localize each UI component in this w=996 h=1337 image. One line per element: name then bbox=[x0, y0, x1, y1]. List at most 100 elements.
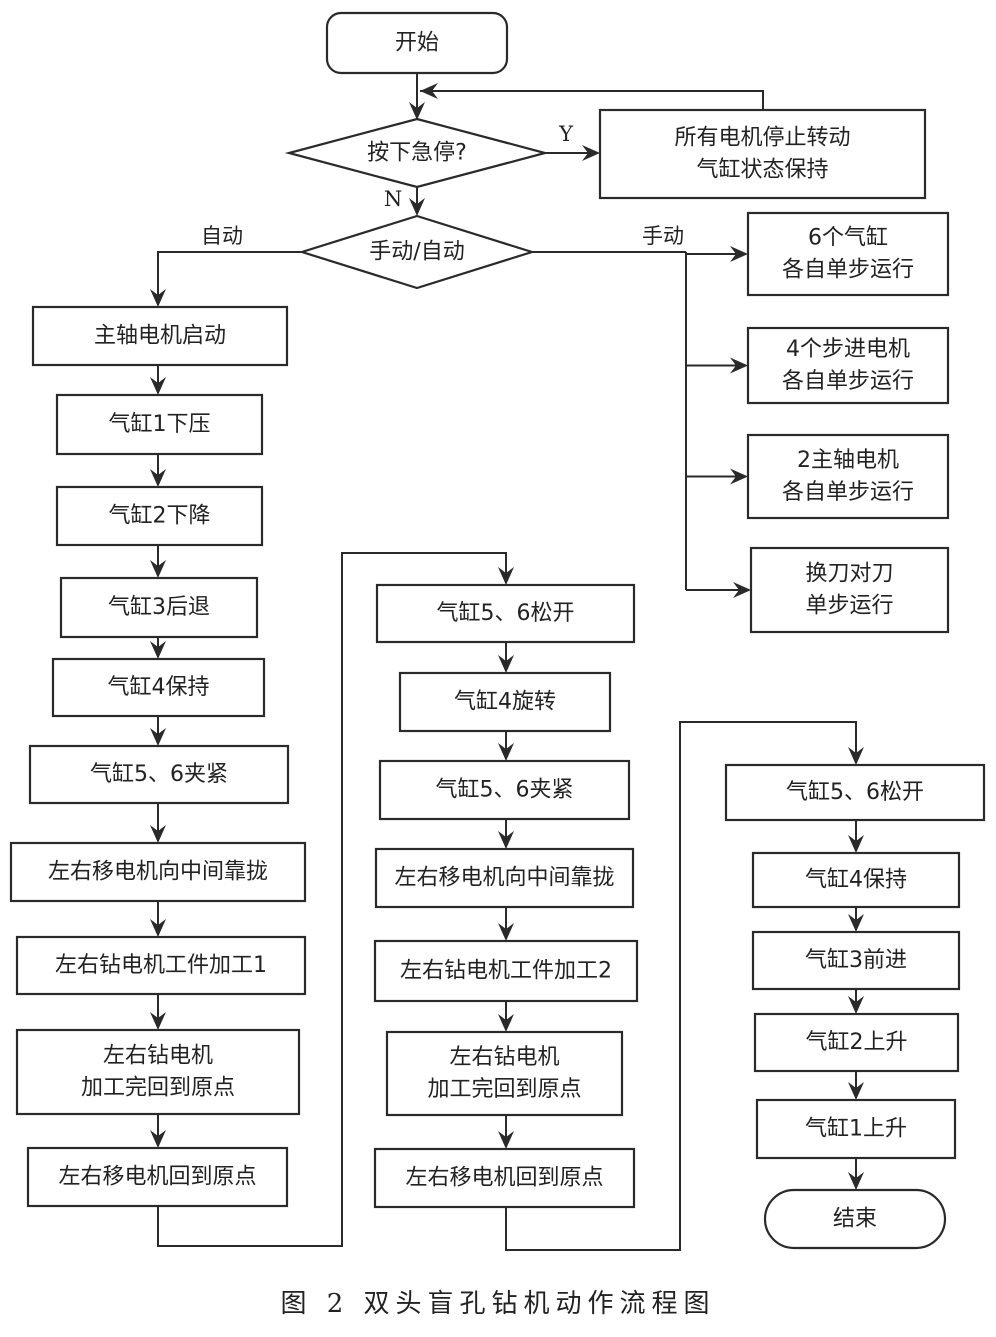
auto-step-box-text: 气缸3后退 bbox=[108, 595, 210, 620]
auto-step-box-text: 左右钻电机工件加工2 bbox=[400, 959, 612, 984]
mode-decision bbox=[298, 214, 536, 290]
auto-step-box bbox=[373, 1147, 636, 1209]
mode-decision-text: 手动/自动 bbox=[369, 240, 464, 265]
auto-step-box-text: 左右钻电机工件加工1 bbox=[55, 953, 267, 978]
auto-step-box bbox=[59, 576, 259, 639]
auto-step-box bbox=[755, 1098, 957, 1160]
auto-step-box-text: 加工完回到原点 bbox=[427, 1077, 581, 1102]
arrow-down-icon bbox=[498, 567, 514, 585]
auto-step-box-text: 气缸3前进 bbox=[805, 948, 907, 973]
arrow-down-icon bbox=[150, 728, 166, 746]
arrow-right-icon bbox=[733, 582, 751, 598]
arrow-down-icon bbox=[150, 919, 166, 937]
arrow-down-icon bbox=[150, 377, 166, 395]
arrow-down-icon bbox=[498, 1014, 514, 1032]
auto-step-box-text: 气缸5、6松开 bbox=[786, 780, 924, 805]
auto-step-box-text: 左右移电机向中间靠拢 bbox=[394, 866, 614, 891]
auto-step-box-text: 气缸1上升 bbox=[805, 1117, 907, 1142]
auto-step-box bbox=[751, 851, 961, 909]
manual-step-box-text: 4个步进电机 bbox=[786, 337, 910, 362]
auto-step-box bbox=[751, 930, 961, 991]
arrow-down-icon bbox=[848, 835, 864, 853]
manual-step-box-text: 单步运行 bbox=[805, 594, 893, 619]
figure-caption: 图 2 双头盲孔钻机动作流程图 bbox=[280, 1289, 715, 1319]
auto-step-box-text: 气缸5、6松开 bbox=[437, 601, 575, 626]
auto-step-box bbox=[28, 744, 290, 805]
arrow-right-icon bbox=[730, 468, 748, 485]
auto-step-box bbox=[724, 763, 986, 822]
auto-step-box bbox=[31, 305, 289, 367]
arrow-right-icon bbox=[730, 357, 748, 374]
arrow-down-icon bbox=[150, 1130, 166, 1148]
estop-action-box-text: 气缸状态保持 bbox=[696, 158, 828, 183]
no-label: N bbox=[384, 187, 402, 211]
arrow-down-icon bbox=[498, 743, 514, 761]
arrow-down-icon bbox=[409, 198, 425, 216]
auto-step-box bbox=[51, 657, 266, 718]
manual-step-box-text: 各自单步运行 bbox=[782, 480, 914, 505]
connector-line bbox=[505, 721, 857, 1251]
end-terminal-text: 结束 bbox=[833, 1207, 877, 1232]
auto-step-box bbox=[375, 583, 636, 644]
arrow-down-icon bbox=[848, 1082, 864, 1100]
auto-step-box bbox=[55, 485, 264, 547]
connector-line bbox=[420, 90, 764, 110]
auto-step-box-text: 气缸4保持 bbox=[805, 868, 907, 893]
manual-step-box-text: 各自单步运行 bbox=[782, 369, 914, 394]
arrow-down-icon bbox=[498, 655, 514, 673]
auto-step-box-text: 气缸5、6夹紧 bbox=[90, 762, 228, 787]
start-terminal-text: 开始 bbox=[395, 31, 439, 56]
start-terminal bbox=[325, 11, 509, 75]
yes-label: Y bbox=[558, 122, 574, 146]
auto-step-box-text: 气缸1下压 bbox=[109, 412, 211, 437]
auto-label: 自动 bbox=[201, 224, 243, 248]
manual-step-box bbox=[746, 211, 950, 297]
arrow-down-icon bbox=[150, 641, 166, 659]
auto-step-box-text: 气缸5、6夹紧 bbox=[436, 778, 574, 803]
arrow-down-icon bbox=[150, 560, 166, 578]
estop-decision bbox=[284, 117, 550, 189]
auto-step-box bbox=[15, 1028, 301, 1116]
arrow-down-icon bbox=[848, 914, 864, 932]
auto-step-box-text: 左右移电机回到原点 bbox=[405, 1166, 603, 1191]
arrow-down-icon bbox=[848, 1172, 864, 1190]
estop-action-box-text: 所有电机停止转动 bbox=[674, 126, 850, 151]
manual-step-box-text: 换刀对刀 bbox=[805, 562, 893, 587]
arrow-down-icon bbox=[498, 831, 514, 849]
arrow-down-icon bbox=[848, 747, 864, 765]
auto-step-box-text: 左右钻电机 bbox=[449, 1045, 559, 1070]
auto-step-box bbox=[26, 1146, 289, 1208]
auto-step-box bbox=[15, 935, 307, 996]
arrow-right-icon bbox=[582, 145, 600, 161]
manual-step-box-text: 2主轴电机 bbox=[797, 448, 899, 473]
manual-step-box bbox=[746, 433, 950, 520]
auto-step-box-text: 气缸2下降 bbox=[109, 504, 211, 529]
estop-decision-text: 按下急停? bbox=[367, 141, 467, 166]
arrow-down-icon bbox=[409, 102, 425, 120]
connector-line bbox=[157, 552, 507, 1247]
connectors bbox=[150, 73, 864, 1251]
auto-step-box bbox=[55, 393, 264, 456]
manual-label: 手动 bbox=[642, 224, 684, 248]
auto-step-box bbox=[374, 847, 635, 909]
auto-step-box bbox=[373, 939, 639, 1003]
auto-step-box bbox=[9, 841, 307, 903]
manual-step-box-text: 各自单步运行 bbox=[782, 258, 914, 283]
arrow-down-icon bbox=[848, 996, 864, 1014]
auto-step-box bbox=[385, 1030, 624, 1117]
auto-step-box bbox=[378, 759, 631, 821]
connector-line bbox=[157, 251, 302, 305]
auto-step-box-text: 左右钻电机 bbox=[103, 1044, 213, 1069]
manual-step-box bbox=[746, 326, 950, 405]
manual-step-box bbox=[749, 546, 950, 634]
estop-action-box bbox=[598, 108, 927, 200]
auto-step-box-text: 主轴电机启动 bbox=[94, 324, 226, 349]
arrow-down-icon bbox=[150, 289, 166, 307]
auto-step-box-text: 气缸4旋转 bbox=[454, 690, 556, 715]
arrow-down-icon bbox=[498, 923, 514, 941]
arrow-down-icon bbox=[498, 1131, 514, 1149]
arrow-down-icon bbox=[150, 825, 166, 843]
arrow-down-icon bbox=[150, 1012, 166, 1030]
